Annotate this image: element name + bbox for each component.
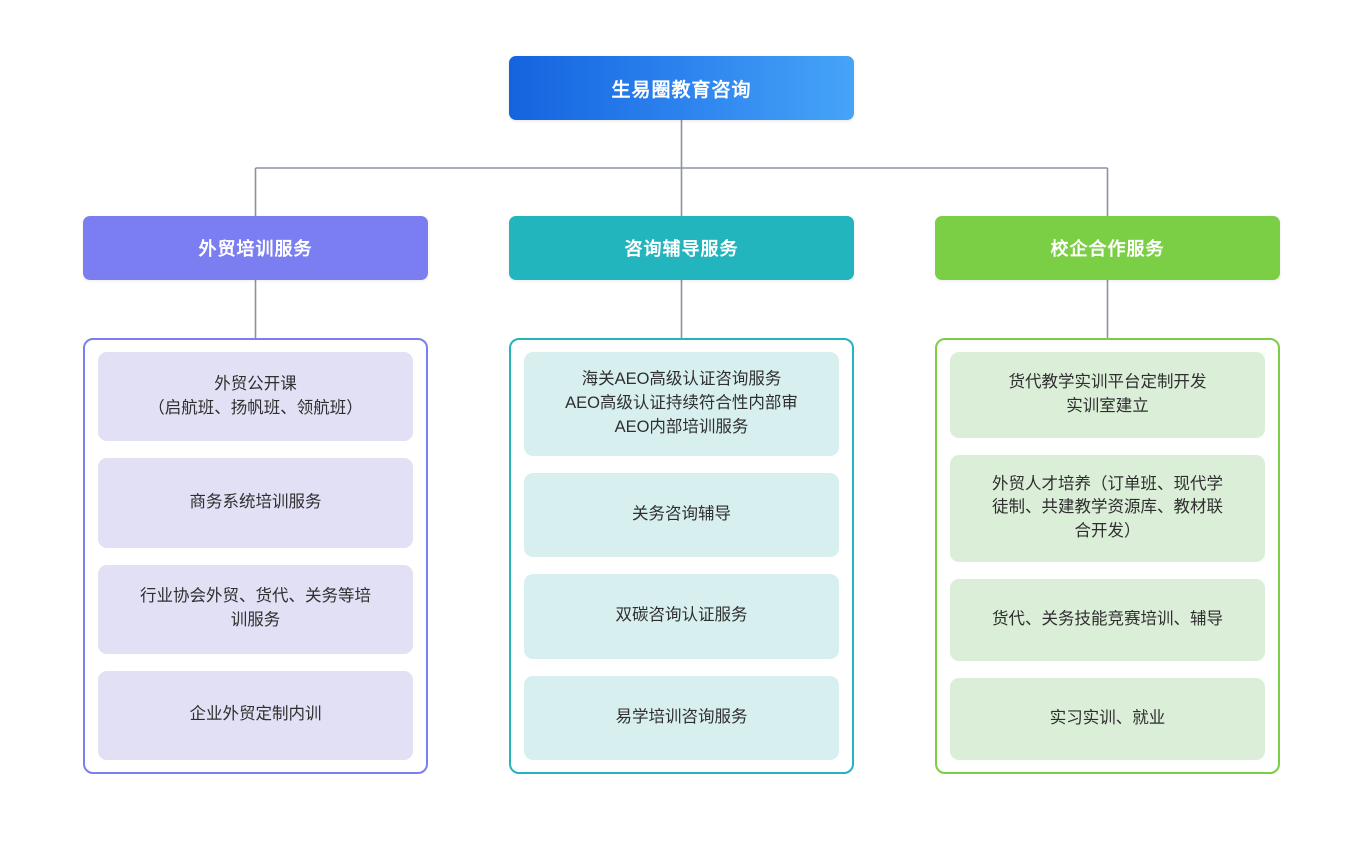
root-node[interactable]: 生易圈教育咨询	[509, 56, 854, 120]
list-item[interactable]: 行业协会外贸、货代、关务等培 训服务	[98, 564, 413, 654]
column-items-school-enterprise-cooperation: 货代教学实训平台定制开发 实训室建立 外贸人才培养（订单班、现代学 徒制、共建教…	[935, 338, 1280, 774]
list-item[interactable]: 双碳咨询认证服务	[524, 574, 839, 659]
column-header-foreign-trade-training[interactable]: 外贸培训服务	[83, 216, 428, 280]
list-item[interactable]: 易学培训咨询服务	[524, 675, 839, 760]
column-header-consulting-tutoring[interactable]: 咨询辅导服务	[509, 216, 854, 280]
column-header-school-enterprise-cooperation[interactable]: 校企合作服务	[935, 216, 1280, 280]
list-item[interactable]: 货代教学实训平台定制开发 实训室建立	[950, 352, 1265, 439]
list-item[interactable]: 企业外贸定制内训	[98, 670, 413, 760]
list-item[interactable]: 商务系统培训服务	[98, 458, 413, 548]
column-items-consulting-tutoring: 海关AEO高级认证咨询服务 AEO高级认证持续符合性内部审 AEO内部培训服务 …	[509, 338, 854, 774]
list-item[interactable]: 外贸人才培养（订单班、现代学 徒制、共建教学资源库、教材联 合开发）	[950, 455, 1265, 562]
list-item[interactable]: 关务咨询辅导	[524, 472, 839, 558]
list-item[interactable]: 外贸公开课 （启航班、扬帆班、领航班）	[98, 352, 413, 442]
list-item[interactable]: 实习实训、就业	[950, 677, 1265, 760]
column-items-foreign-trade-training: 外贸公开课 （启航班、扬帆班、领航班） 商务系统培训服务 行业协会外贸、货代、关…	[83, 338, 428, 774]
list-item[interactable]: 货代、关务技能竞赛培训、辅导	[950, 578, 1265, 661]
list-item[interactable]: 海关AEO高级认证咨询服务 AEO高级认证持续符合性内部审 AEO内部培训服务	[524, 352, 839, 456]
